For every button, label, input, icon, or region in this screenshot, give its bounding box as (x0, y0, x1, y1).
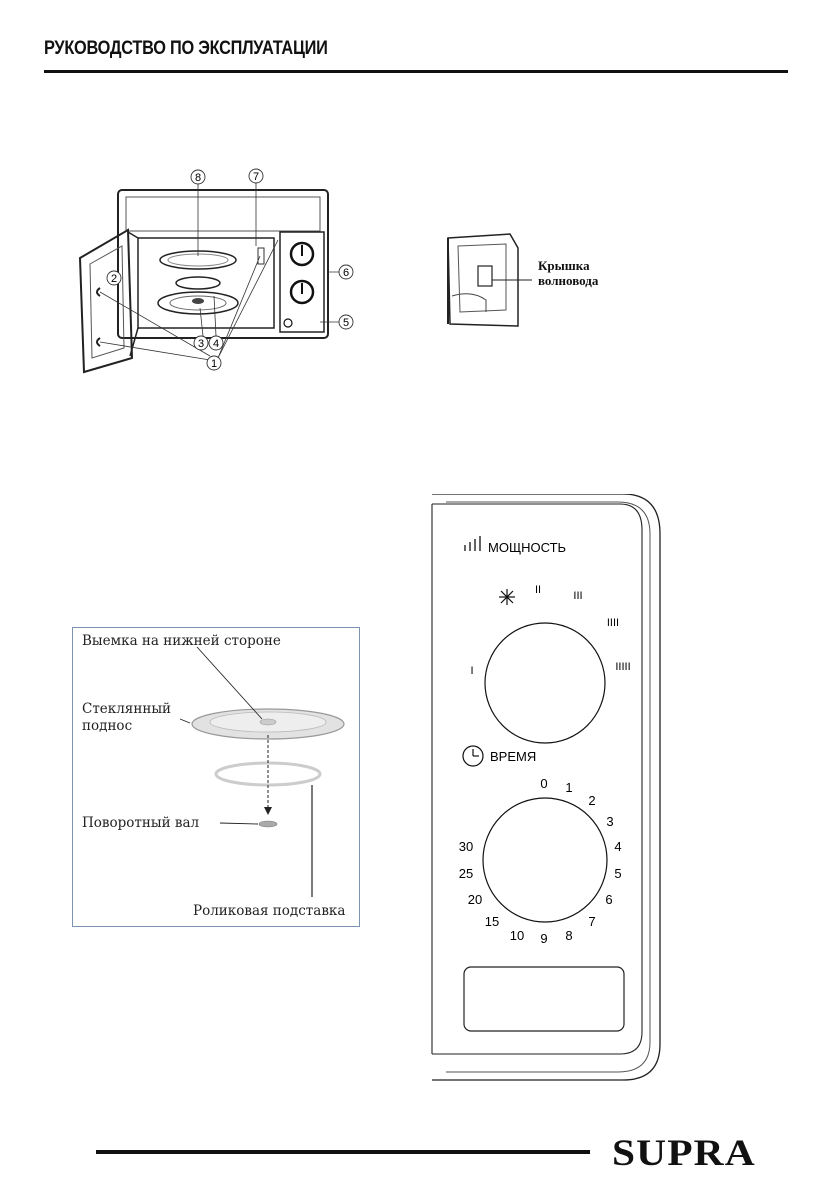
callout-8: 8 (195, 172, 201, 184)
callout-6: 6 (343, 267, 349, 279)
callout-4: 4 (213, 338, 219, 350)
clock-icon (463, 746, 483, 766)
waveguide-label-line2: волновода (538, 273, 598, 288)
time-mark-8: 8 (565, 928, 572, 943)
time-mark-9: 9 (540, 931, 547, 946)
page-title: РУКОВОДСТВО ПО ЭКСПЛУАТАЦИИ (44, 38, 328, 60)
power-mark-1: I (470, 665, 473, 677)
time-mark-0: 0 (540, 776, 547, 791)
time-label: ВРЕМЯ (490, 749, 536, 764)
time-mark-25: 25 (459, 866, 473, 881)
snowflake-icon (499, 589, 515, 605)
glass-tray-label-line1: Стеклянный (82, 701, 171, 718)
brand-logo: SUPRA (612, 1132, 756, 1175)
time-mark-3: 3 (606, 814, 613, 829)
power-mark-5: IIIII (615, 661, 630, 673)
waveguide-label: Крышка волновода (538, 258, 598, 288)
power-mark-2: II (535, 584, 541, 596)
time-mark-4: 4 (614, 839, 621, 854)
glass-tray-label: Стеклянный поднос (82, 701, 171, 735)
power-bars-icon (465, 536, 480, 551)
shaft-label: Поворотный вал (82, 815, 199, 832)
header-rule (44, 70, 788, 73)
footer-rule (96, 1150, 590, 1154)
time-mark-6: 6 (605, 892, 612, 907)
waveguide-diagram (440, 226, 540, 336)
time-mark-30: 30 (459, 839, 473, 854)
time-mark-15: 15 (485, 914, 499, 929)
notch-label: Выемка на нижней стороне (82, 633, 281, 650)
power-label: МОЩНОСТЬ (488, 540, 566, 555)
callout-1: 1 (211, 358, 217, 370)
time-mark-10: 10 (510, 928, 524, 943)
turntable-drawing (72, 627, 360, 927)
control-panel: МОЩНОСТЬ ВРЕМЯ I II III IIII IIIII 0 1 2… (428, 494, 664, 1084)
callout-7: 7 (253, 171, 259, 183)
time-mark-7: 7 (588, 914, 595, 929)
glass-tray-label-line2: поднос (82, 718, 171, 735)
callout-5: 5 (343, 317, 349, 329)
callout-3: 3 (198, 338, 204, 350)
callout-2: 2 (111, 273, 117, 285)
time-mark-20: 20 (468, 892, 482, 907)
time-mark-2: 2 (588, 793, 595, 808)
oven-diagram: 8 7 2 6 5 3 4 1 (70, 160, 370, 380)
power-mark-3: III (573, 590, 582, 602)
time-mark-5: 5 (614, 866, 621, 881)
waveguide-label-line1: Крышка (538, 258, 598, 273)
time-mark-1: 1 (565, 780, 572, 795)
roller-label: Роликовая подставка (193, 903, 345, 920)
power-mark-4: IIII (607, 617, 619, 629)
